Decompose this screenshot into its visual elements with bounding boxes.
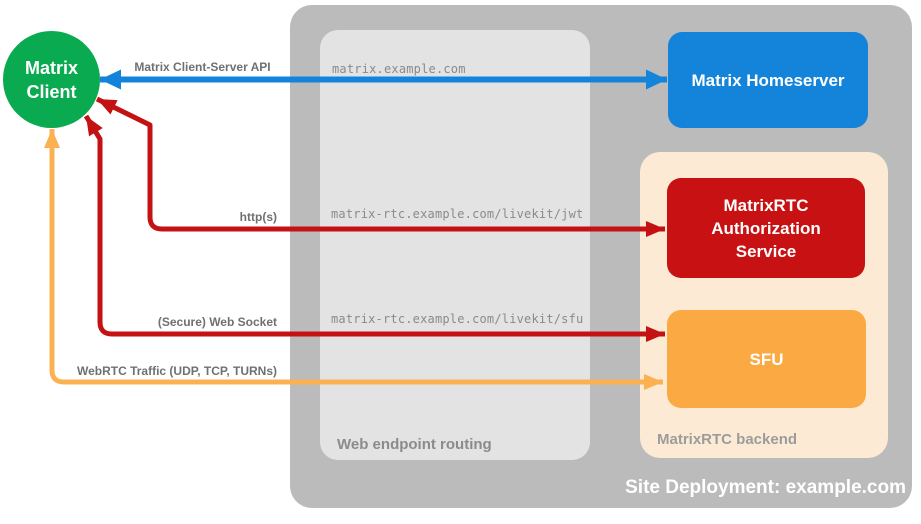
connection-label-websocket: (Secure) Web Socket [157,315,277,329]
web-endpoint-routing-panel [320,30,590,460]
auth-service-label: MatrixRTC Authorization Service [711,195,821,261]
matrix-homeserver-label: Matrix Homeserver [691,70,845,90]
web-endpoint-routing-caption: Web endpoint routing [337,436,492,453]
site-deployment-caption: Site Deployment: example.com [625,477,906,498]
matrix-client-label: Matrix Client [24,57,78,102]
sfu-node: SFU [667,310,866,408]
endpoint-text-matrix: matrix.example.com [332,62,466,76]
connection-label-client-server-api: Matrix Client-Server API [134,60,271,74]
matrixrtc-backend-caption: MatrixRTC backend [657,431,798,448]
matrix-homeserver-node: Matrix Homeserver [668,32,868,128]
matrix-client-node: Matrix Client [3,31,100,128]
connection-label-https: http(s) [239,210,277,224]
connection-label-webrtc-traffic: WebRTC Traffic (UDP, TCP, TURNs) [76,364,277,378]
auth-service-node: MatrixRTC Authorization Service [667,178,865,278]
endpoint-text-livekit-jwt: matrix-rtc.example.com/livekit/jwt [331,207,584,221]
endpoint-text-livekit-sfu: matrix-rtc.example.com/livekit/sfu [331,312,584,326]
sfu-label: SFU [749,349,784,369]
